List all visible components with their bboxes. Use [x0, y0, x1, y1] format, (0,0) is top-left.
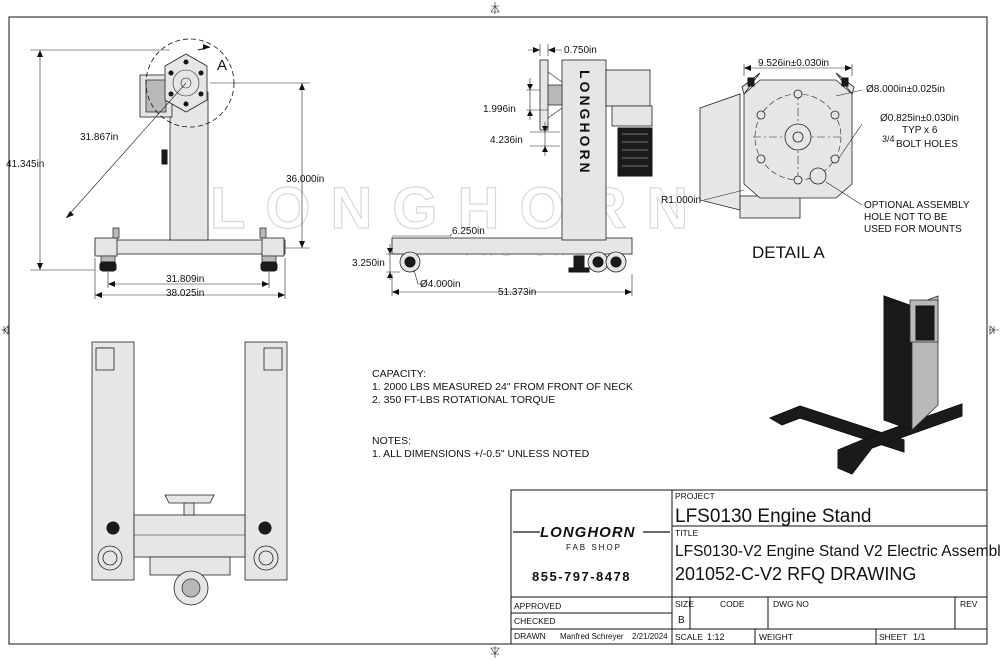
dim-caster-dia: Ø4.000in [420, 279, 461, 290]
capacity-title: CAPACITY: [372, 368, 426, 380]
top-caster-left [97, 545, 123, 571]
dim-mount-offset: 4.236in [490, 135, 523, 146]
dim-hole-frac: 3/4 [882, 134, 895, 144]
phone: 855-797-8478 [532, 569, 631, 584]
dim-overall-length: 51.373in [498, 287, 536, 298]
detail-a-view: 9.526in±0.030in Ø8.000in±0.025in Ø0.825i… [661, 58, 970, 262]
notes-title: NOTES: [372, 435, 411, 447]
title-block: LONGHORN FAB SHOP 855-797-8478 PROJECT L… [510, 489, 1000, 645]
title-line-1: LFS0130-V2 Engine Stand V2 Electric Asse… [675, 543, 1000, 560]
dim-hole-qty: TYP x 6 [902, 125, 938, 136]
size-value: B [678, 615, 685, 626]
detail-a-bolt-holes [756, 89, 840, 185]
title-block-logo: LONGHORN FAB SHOP [513, 524, 670, 552]
top-caster-right [253, 545, 279, 571]
dim-bolt-circle: Ø8.000in±0.025in [866, 84, 945, 95]
capacity-line-2: 2. 350 FT-LBS ROTATIONAL TORQUE [372, 394, 555, 406]
dim-corner-radius: R1.000in [661, 195, 701, 206]
drawn-date: 2/21/2024 [632, 632, 668, 641]
weight-label: WEIGHT [759, 632, 793, 642]
top-view [91, 341, 288, 606]
top-motor [173, 570, 209, 606]
watermark-brand: LONGHORN [210, 176, 708, 241]
front-caster-left [99, 255, 117, 272]
side-view: LONGHORN 0.750in 1.996in [352, 44, 653, 298]
size-label: SIZE [675, 599, 694, 609]
dwg-no-label: DWG NO [773, 599, 809, 609]
dim-hole-note: BOLT HOLES [896, 139, 958, 150]
dim-base-height: 3.250in [352, 258, 385, 269]
dim-plate-thickness: 0.750in [564, 45, 597, 56]
logo-sub: FAB SHOP [566, 543, 622, 552]
drawn-label: DRAWN [514, 631, 546, 641]
dim-plate-offset: 1.996in [483, 104, 516, 115]
scale-label: SCALE [675, 632, 703, 642]
sheet-border [8, 16, 988, 645]
sheet-value: 1/1 [913, 632, 926, 642]
dim-overall-width: 38.025in [166, 288, 204, 299]
dim-arm-radius: 31.867in [80, 132, 118, 143]
dim-center-height: 36.000in [286, 174, 324, 185]
front-view: A 41.345in 31.867in 36.000in 31.809in 38… [6, 38, 324, 299]
checked-label: CHECKED [514, 616, 556, 626]
side-motor [617, 127, 653, 177]
side-caster-front [399, 251, 421, 273]
optional-note-line-3: USED FOR MOUNTS [864, 224, 962, 235]
optional-note-line-1: OPTIONAL ASSEMBLY [864, 200, 970, 211]
title-line-2: 201052-C-V2 RFQ DRAWING [675, 564, 916, 584]
project-label: PROJECT [675, 491, 715, 501]
svg-text:LONGHORN: LONGHORN [577, 70, 593, 176]
scale-value: 1:12 [707, 632, 725, 642]
notes-block: CAPACITY: 1. 2000 LBS MEASURED 24" FROM … [372, 368, 633, 460]
detail-a-title: DETAIL A [752, 243, 825, 262]
approved-label: APPROVED [514, 601, 561, 611]
capacity-line-1: 1. 2000 LBS MEASURED 24" FROM FRONT OF N… [372, 381, 633, 393]
isometric-view [768, 295, 963, 475]
drawn-by: Manfred Schreyer [560, 632, 624, 641]
front-caster-right [260, 255, 278, 272]
title-label: TITLE [675, 528, 698, 538]
detail-a-callout-letter: A [217, 57, 227, 74]
dim-rail-height: 6.250in [452, 226, 485, 237]
rev-label: REV [960, 599, 978, 609]
notes-line-1: 1. ALL DIMENSIONS +/-0.5" UNLESS NOTED [372, 448, 590, 460]
dim-flat-width: 9.526in±0.030in [758, 58, 829, 69]
optional-note-line-2: HOLE NOT TO BE [864, 212, 948, 223]
code-label: CODE [720, 599, 745, 609]
dim-wheel-base: 31.809in [166, 274, 204, 285]
dim-overall-height: 41.345in [6, 159, 44, 170]
dim-hole-dia: Ø0.825in±0.030in [880, 113, 959, 124]
side-caster-rear [587, 251, 627, 273]
sheet-label: SHEET [879, 632, 907, 642]
logo-text: LONGHORN [540, 524, 636, 541]
project-name: LFS0130 Engine Stand [675, 506, 872, 527]
side-column-text: LONGHORN [577, 70, 593, 176]
